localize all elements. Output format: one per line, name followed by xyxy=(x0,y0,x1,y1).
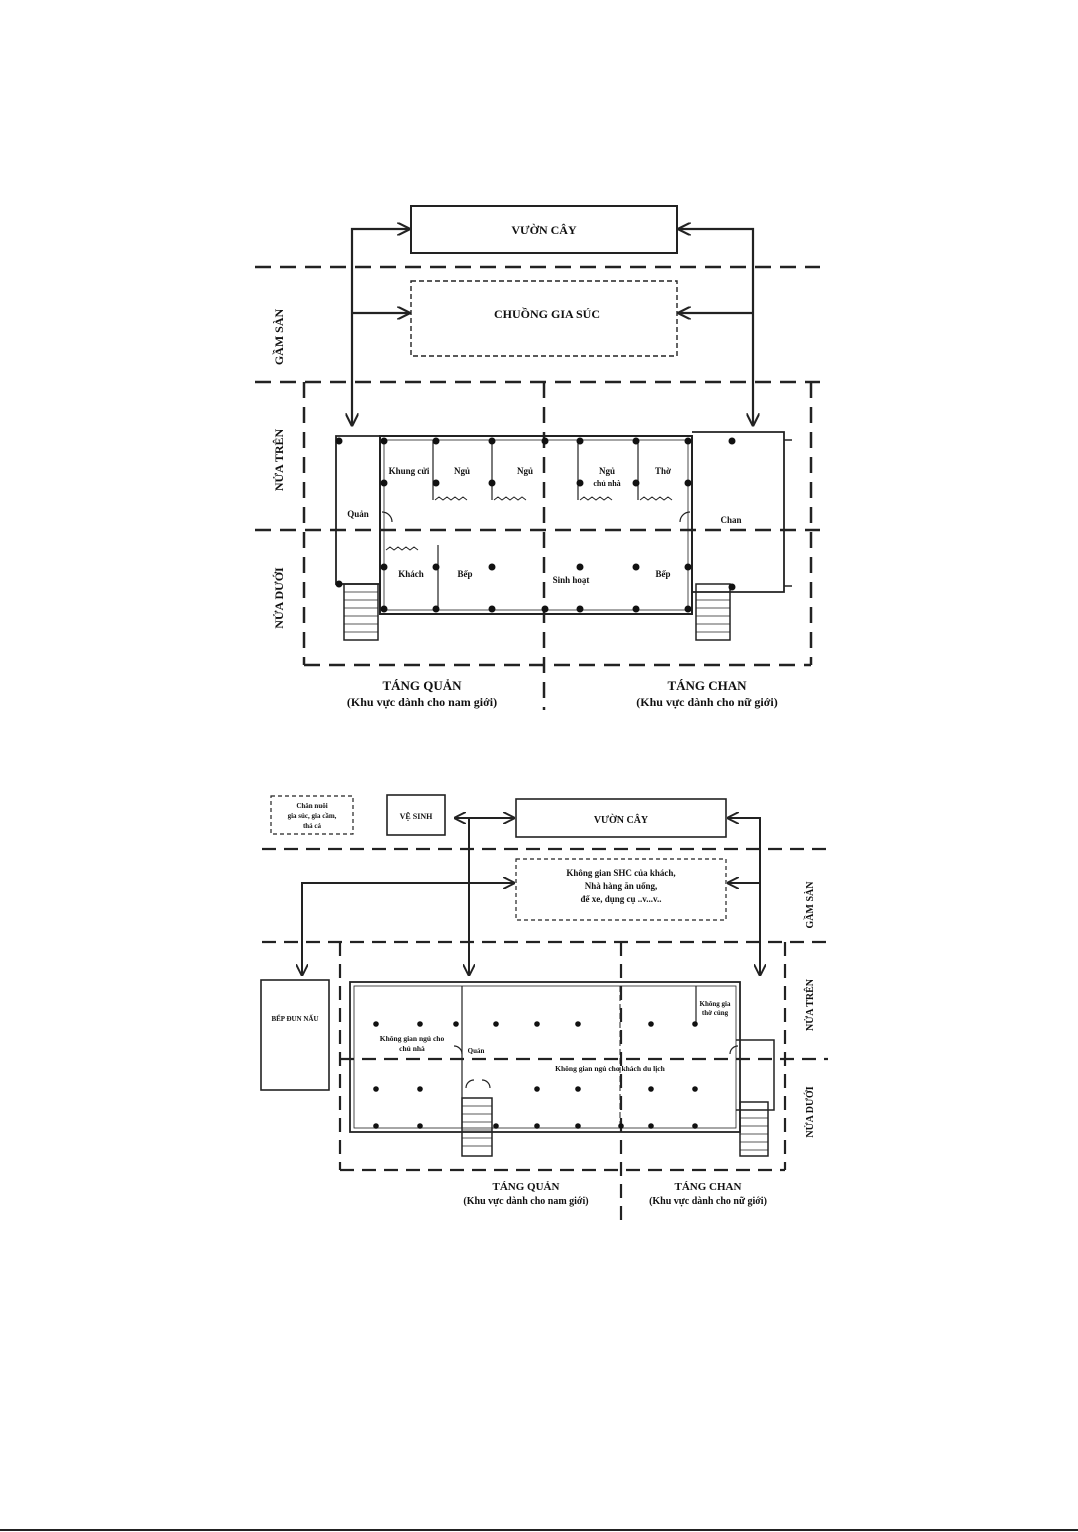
room-labels-2: Không gian ngủ cho chủ nhà Quản Không gi… xyxy=(380,1000,731,1073)
room-khung-cui: Khung cửi xyxy=(389,466,430,476)
zone2-left-subtitle: (Khu vực dành cho nam giới) xyxy=(463,1196,588,1207)
arrow-right-bracket xyxy=(679,229,753,425)
zone-left-subtitle: (Khu vực dành cho nam giới) xyxy=(347,695,497,709)
guest-space-line3: để xe, dụng cụ ..v...v.. xyxy=(580,894,661,904)
arrow2-right-bracket xyxy=(728,818,760,975)
columns-1 xyxy=(335,437,736,613)
house-plan-2 xyxy=(349,981,775,1157)
livestock-label-2-line3: thả cá xyxy=(303,822,322,830)
room-ngu-chu-nha-line1: Ngủ xyxy=(599,466,615,476)
room-khach: Khách xyxy=(398,569,424,579)
side-label-nua-duoi: NỬA DƯỚI xyxy=(272,567,286,629)
room-bep-1: Bếp xyxy=(457,569,472,579)
room-ngu-1: Ngủ xyxy=(454,466,470,476)
zone2-right-title: TÁNG CHAN xyxy=(675,1181,742,1193)
room-quan: Quản xyxy=(347,509,369,519)
zone-left-title: TÁNG QUẢN xyxy=(382,678,462,693)
livestock-label: CHUỒNG GIA SÚC xyxy=(494,306,600,321)
room2-owner-line1: Không gian ngủ cho xyxy=(380,1034,445,1043)
arrow-left-bracket xyxy=(352,229,409,425)
kitchen-label: BẾP ĐUN NẤU xyxy=(271,1015,318,1023)
guest-space-box xyxy=(515,858,727,921)
room-bep-2: Bếp xyxy=(655,569,670,579)
garden-label-2: VƯỜN CÂY xyxy=(594,814,649,826)
garden-box xyxy=(410,205,678,254)
room-sinh-hoat: Sinh hoạt xyxy=(553,575,590,585)
livestock-box-2 xyxy=(270,795,354,835)
side-label-nua-tren: NỬA TRÊN xyxy=(272,428,286,491)
room2-worship-line2: thờ cúng xyxy=(702,1009,729,1017)
wc-box xyxy=(386,794,446,836)
side2-label-nua-tren: NỬA TRÊN xyxy=(804,978,816,1031)
guest-space-line2: Nhà hàng ăn uống, xyxy=(585,881,658,891)
side-label-gam-san: GẦM SÀN xyxy=(271,309,286,366)
zone2-right-subtitle: (Khu vực dành cho nữ giới) xyxy=(649,1196,767,1207)
guest-space-line1: Không gian SHC của khách, xyxy=(566,868,675,878)
house-plan-1 xyxy=(335,431,792,641)
zone2-left-title: TÁNG QUẢN xyxy=(493,1181,560,1193)
room-chan: Chan xyxy=(720,515,741,525)
room2-tourist: Không gian ngủ cho khách du lịch xyxy=(555,1064,665,1073)
room-ngu-chu-nha-line2: chủ nhà xyxy=(593,479,620,488)
arrow2-guest-kitchen xyxy=(302,883,514,975)
room2-worship-line1: Không gia xyxy=(700,1000,731,1008)
side2-label-gam-san: GẦM SÀN xyxy=(803,881,816,929)
diagram-1: VƯỜN CÂY CHUỒNG GIA SÚC GẦM SÀN NỬA TRÊN… xyxy=(255,205,820,710)
garden-label: VƯỜN CÂY xyxy=(511,223,577,237)
zone-right-subtitle: (Khu vực dành cho nữ giới) xyxy=(636,695,777,709)
room-labels-1: Khung cửi Ngủ Ngủ Ngủ chủ nhà Thờ Quản C… xyxy=(347,466,741,585)
livestock-label-2-line1: Chăn nuôi xyxy=(296,802,327,810)
room2-quan: Quản xyxy=(468,1047,485,1055)
room-ngu-2: Ngủ xyxy=(517,466,533,476)
room-tho: Thờ xyxy=(655,466,671,476)
garden-box-2 xyxy=(515,798,727,838)
side2-label-nua-duoi: NỬA DƯỚI xyxy=(804,1086,816,1137)
columns-2 xyxy=(373,1021,698,1129)
zone-right-title: TÁNG CHAN xyxy=(667,678,747,693)
kitchen-box xyxy=(260,979,330,1091)
livestock-label-2-line2: gia súc, gia cầm, xyxy=(288,812,337,820)
wc-label: VỆ SINH xyxy=(400,812,433,821)
diagram-2: Chăn nuôi gia súc, gia cầm, thả cá VỆ SI… xyxy=(260,794,828,1220)
room2-owner-line2: chủ nhà xyxy=(399,1044,425,1053)
livestock-box xyxy=(410,280,678,357)
